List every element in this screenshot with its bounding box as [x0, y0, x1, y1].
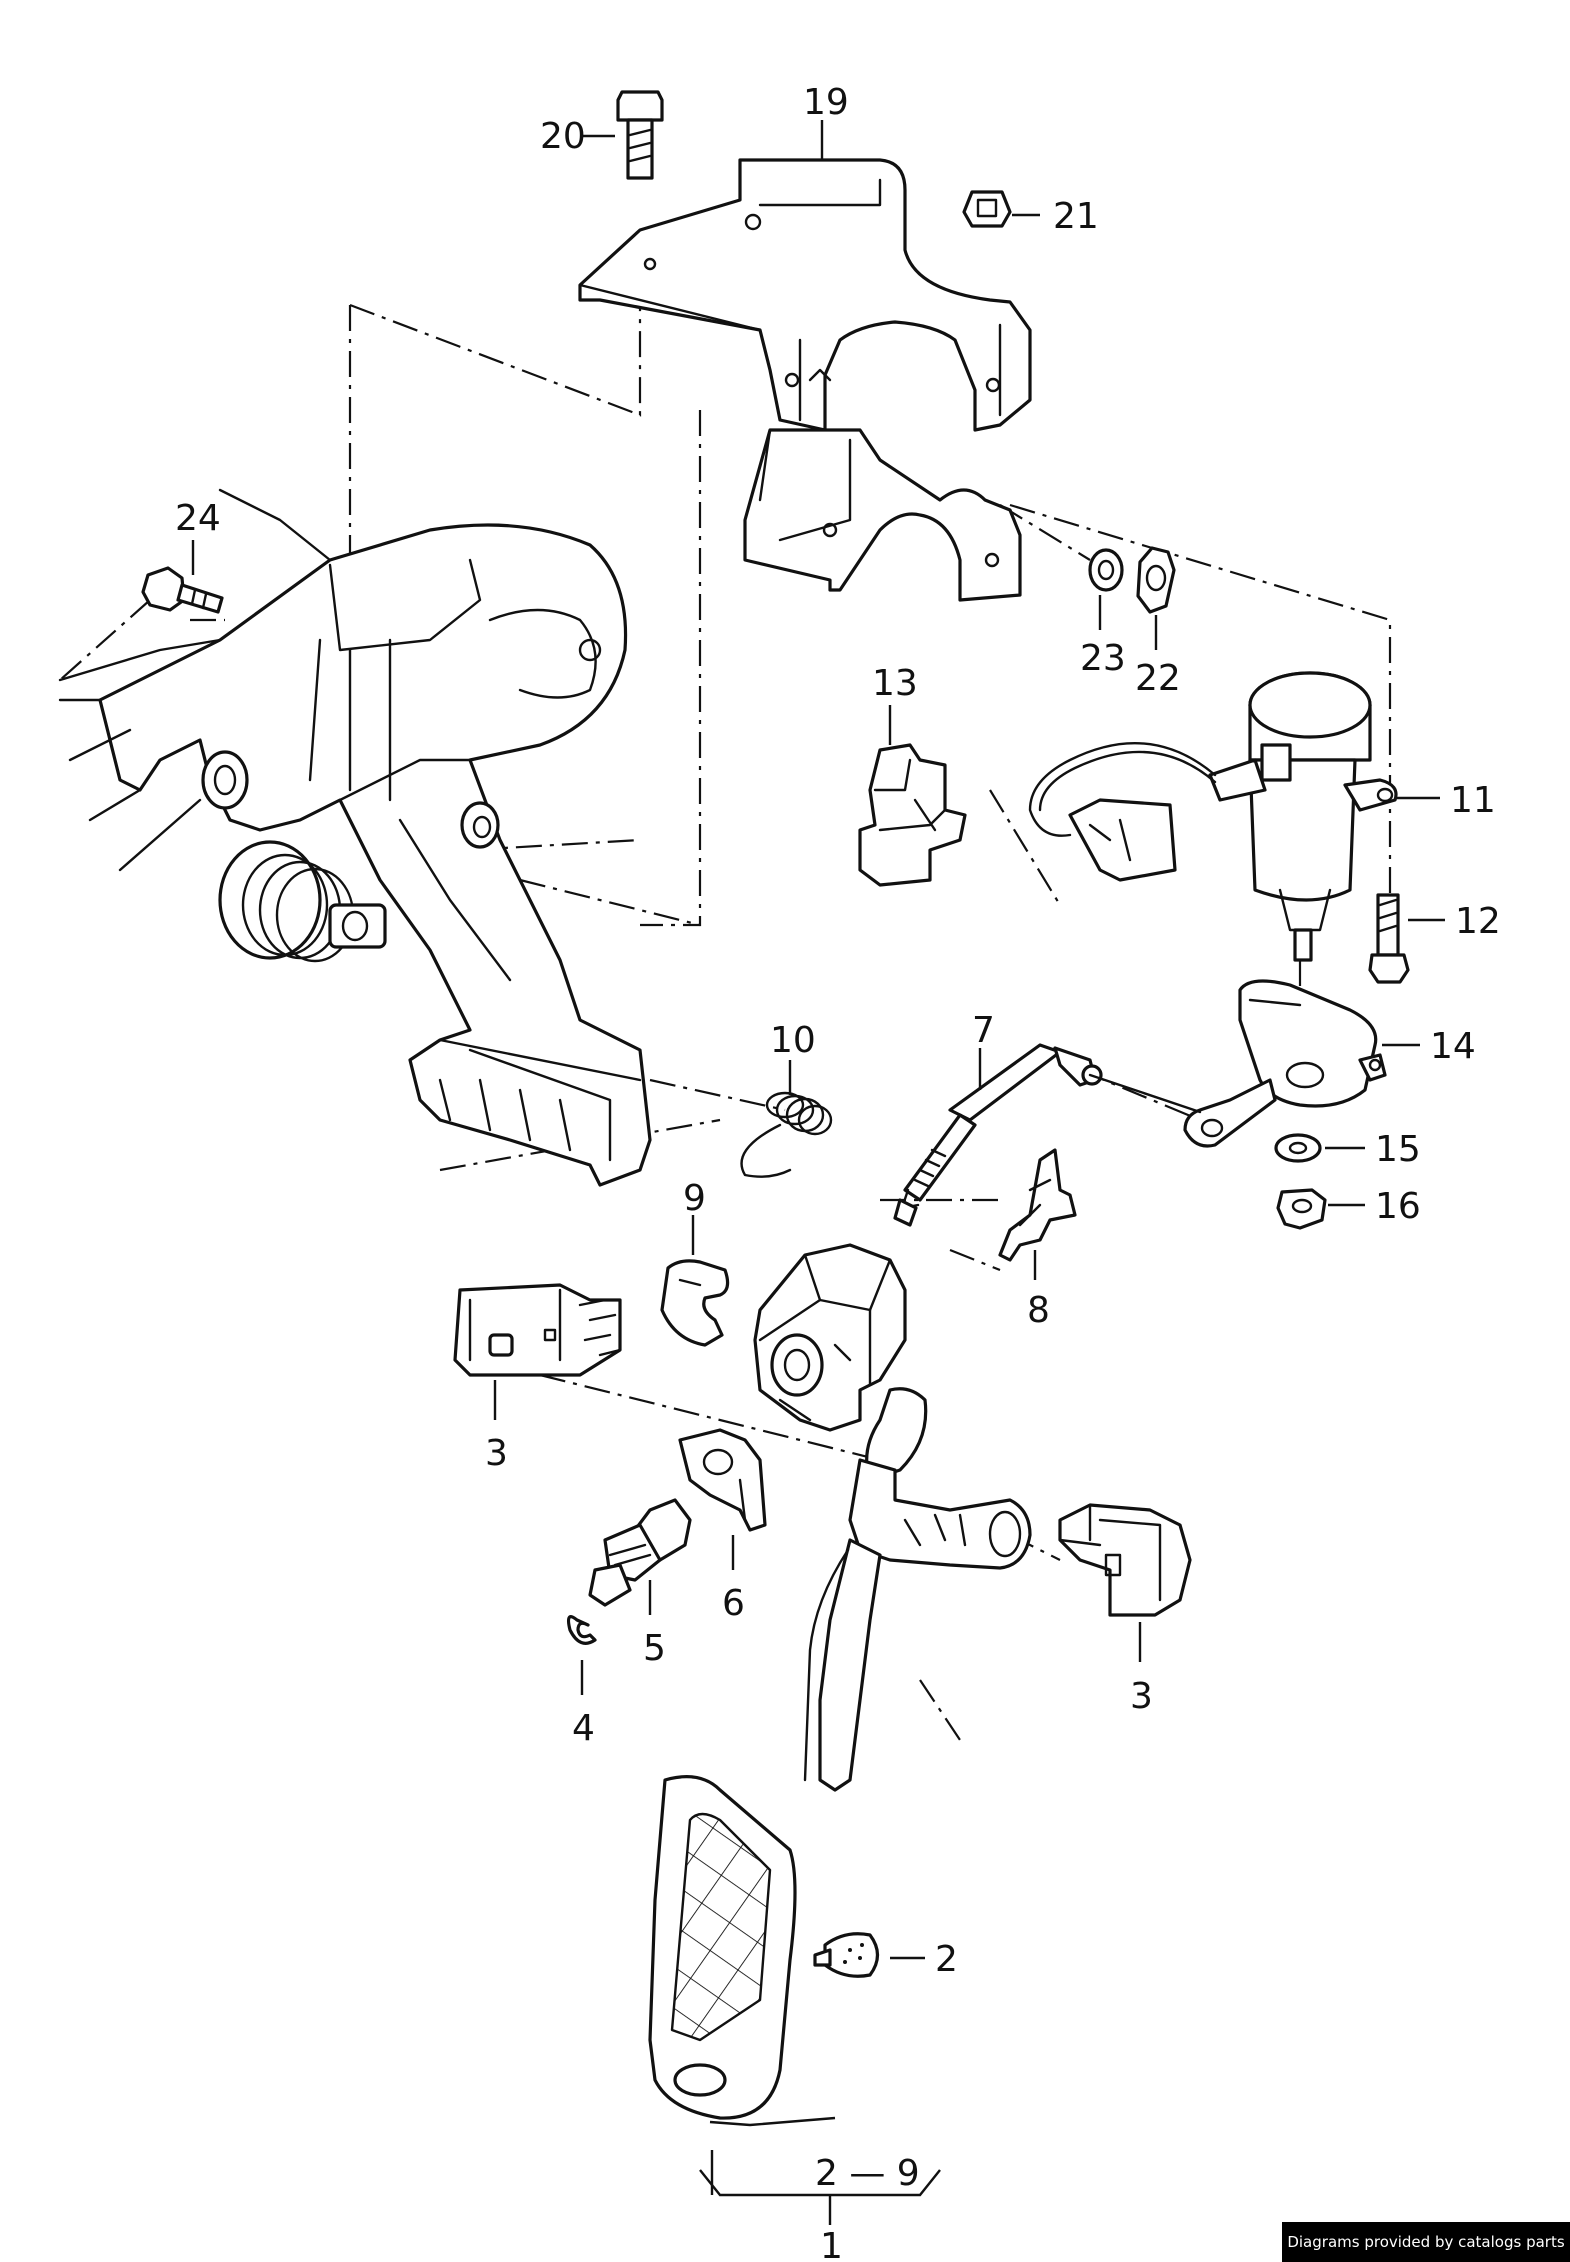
callout-2: 2 [935, 1939, 958, 1980]
diagram-credit: Diagrams provided by catalogs parts [1282, 2222, 1570, 2262]
callout-4: 4 [572, 1708, 595, 1749]
callout-21: 21 [1053, 196, 1099, 237]
callout-15: 15 [1375, 1129, 1421, 1170]
bolt-20 [616, 90, 664, 180]
bolt-24 [141, 566, 224, 614]
bracket-13 [858, 743, 967, 887]
pedal-pivot-housing [753, 1243, 907, 1432]
washer-15 [1274, 1133, 1322, 1163]
callout-20: 20 [540, 116, 586, 157]
callout-8: 8 [1027, 1290, 1050, 1331]
leader-lines [191, 120, 1445, 2225]
nut-16 [1276, 1188, 1327, 1230]
callout-1: 1 [820, 2226, 843, 2262]
bracket-6 [678, 1428, 767, 1532]
callout-9: 9 [683, 1178, 706, 1219]
nut-21 [962, 190, 1012, 228]
clip-9 [660, 1259, 730, 1347]
pedal-return-spring-assembly [218, 801, 500, 963]
stop-buffer-2 [813, 1932, 880, 1978]
callout-11: 11 [1450, 780, 1496, 821]
lower-bracket [743, 428, 1022, 602]
callout-5: 5 [643, 1628, 666, 1669]
callout-3-left: 3 [485, 1433, 508, 1474]
clip-8 [998, 1148, 1077, 1262]
bolt-12 [1368, 893, 1410, 984]
callout-24: 24 [175, 498, 221, 539]
callout-10: 10 [770, 1020, 816, 1061]
callout-numbers: 20 19 21 24 23 22 13 11 12 14 15 16 10 7… [175, 82, 1501, 2262]
upper-bracket [578, 158, 1032, 432]
callout-19: 19 [803, 82, 849, 123]
callout-7: 7 [972, 1010, 995, 1051]
accelerator-pedal-1 [648, 1387, 1032, 2120]
accelerator-cable-7 [893, 1043, 1202, 1227]
callout-16: 16 [1375, 1186, 1421, 1227]
callout-13: 13 [872, 663, 918, 704]
switch-3-right [1058, 1503, 1192, 1617]
circlip-4 [566, 1615, 597, 1645]
throttle-damper-11 [1208, 671, 1398, 962]
pedal-mounting-bracket [58, 488, 652, 1187]
wiring-harness [1028, 742, 1217, 882]
callout-3-right: 3 [1130, 1676, 1153, 1717]
spring-10 [740, 1091, 833, 1178]
nut-22 [1136, 546, 1176, 614]
callout-12: 12 [1455, 901, 1501, 942]
lever-14 [1183, 979, 1387, 1148]
assembly-lines [59, 230, 1392, 1741]
callout-2-9: 2 — 9 [815, 2153, 920, 2194]
washer-23 [1088, 548, 1124, 592]
switch-3-left [453, 1283, 622, 1377]
callout-22: 22 [1135, 658, 1181, 699]
switch-5 [588, 1498, 692, 1607]
callout-23: 23 [1080, 638, 1126, 679]
callout-6: 6 [722, 1583, 745, 1624]
callout-14: 14 [1430, 1026, 1476, 1067]
